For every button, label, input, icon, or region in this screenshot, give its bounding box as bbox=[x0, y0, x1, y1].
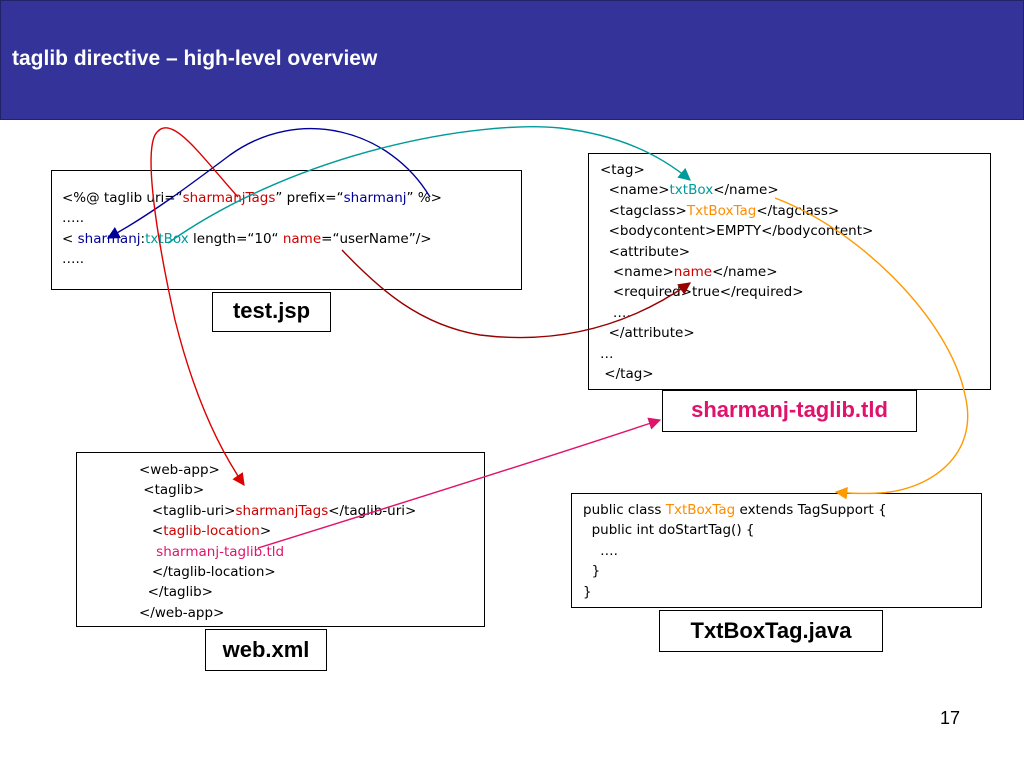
code-text: </taglib-uri> bbox=[328, 502, 417, 519]
code-text: ” %> bbox=[406, 190, 442, 206]
tld-line-6: <name>name</name> bbox=[600, 262, 990, 282]
code-text: </name> bbox=[712, 263, 778, 280]
code-text: </taglib> bbox=[147, 584, 213, 601]
java-line-4: } bbox=[583, 561, 981, 581]
code-text: </tag> bbox=[604, 365, 654, 382]
code-text: > bbox=[259, 523, 272, 540]
title-bar: taglib directive – high-level overview bbox=[0, 0, 1024, 120]
prefix-value: sharmanj bbox=[343, 190, 407, 206]
tld-line-4: <bodycontent>EMPTY</bodycontent> bbox=[600, 221, 990, 241]
web-xml-line-2: <taglib> bbox=[139, 480, 484, 500]
tld-line-2: <name>txtBox</name> bbox=[600, 180, 990, 200]
java-line-1: public class TxtBoxTag extends TagSuppor… bbox=[583, 500, 981, 520]
web-xml-line-1: <web-app> bbox=[139, 462, 220, 478]
tld-label: sharmanj-taglib.tld bbox=[662, 390, 917, 432]
code-text: …. bbox=[600, 542, 618, 559]
tag-class: TxtBoxTag bbox=[686, 202, 757, 219]
java-line-3: …. bbox=[583, 541, 981, 561]
test-jsp-line-4: ….. bbox=[62, 251, 85, 268]
test-jsp-label: test.jsp bbox=[212, 292, 331, 332]
java-line-2: public int doStartTag() { bbox=[583, 520, 981, 540]
web-xml-line-3: <taglib-uri>sharmanjTags</taglib-uri> bbox=[139, 501, 484, 521]
web-xml-label: web.xml bbox=[205, 629, 327, 671]
code-text: </tagclass> bbox=[756, 202, 840, 219]
tld-line-1: <tag> bbox=[600, 162, 645, 178]
code-text: </name> bbox=[713, 182, 779, 199]
java-label: TxtBoxTag.java bbox=[659, 610, 883, 652]
code-text: <attribute> bbox=[608, 243, 691, 260]
code-text: <taglib-uri> bbox=[151, 502, 236, 519]
code-text: </taglib-location> bbox=[151, 563, 276, 580]
arrow-uri-to-webxml bbox=[150, 127, 245, 487]
attribute-name: name bbox=[282, 230, 322, 247]
arrow-attribute-to-tld bbox=[341, 249, 692, 339]
uri-value: sharmanjTags bbox=[235, 502, 329, 519]
web-xml-line-7: </taglib> bbox=[139, 582, 484, 602]
tag-prefix: sharmanj bbox=[77, 230, 141, 247]
attribute-name: name bbox=[673, 263, 713, 280]
code-text: <%@ taglib uri=“ bbox=[62, 190, 183, 206]
tld-line-9: </attribute> bbox=[600, 323, 990, 343]
code-text: extends TagSupport { bbox=[735, 502, 887, 518]
web-xml-line-8: </web-app> bbox=[139, 604, 225, 621]
page-number: 17 bbox=[939, 708, 961, 728]
test-jsp-line-3: < sharmanj:txtBox length=“10“ name=“user… bbox=[62, 229, 521, 249]
code-text: <taglib> bbox=[143, 482, 205, 499]
location-tag: taglib-location bbox=[163, 523, 260, 540]
code-text: : bbox=[140, 230, 146, 247]
code-text: length=“10“ bbox=[188, 230, 283, 247]
class-name: TxtBoxTag bbox=[665, 502, 736, 518]
web-xml-line-5: sharmanj-taglib.tld bbox=[139, 542, 484, 562]
web-xml-line-6: </taglib-location> bbox=[139, 562, 484, 582]
arrow-prefix-to-tag bbox=[106, 127, 431, 239]
test-jsp-code-box: <%@ taglib uri=“sharmanjTags” prefix=“sh… bbox=[51, 170, 522, 290]
code-text: < bbox=[151, 523, 164, 540]
tld-line-8: …. bbox=[600, 303, 990, 323]
code-text: =“userName”/> bbox=[321, 230, 432, 247]
test-jsp-line-2: ….. bbox=[62, 210, 85, 227]
tld-code-box: <tag> <name>txtBox</name> <tagclass>TxtB… bbox=[588, 153, 991, 390]
code-text: <bodycontent>EMPTY</bodycontent> bbox=[608, 223, 874, 240]
java-line-5: } bbox=[583, 583, 592, 600]
code-text: } bbox=[591, 563, 601, 580]
web-xml-code-box: <web-app> <taglib> <taglib-uri>sharmanjT… bbox=[76, 452, 485, 627]
code-text: <tagclass> bbox=[608, 202, 687, 219]
code-text: </attribute> bbox=[608, 325, 695, 342]
tag-name: txtBox bbox=[669, 182, 714, 199]
tld-line-11: </tag> bbox=[600, 364, 990, 384]
code-text: public class bbox=[583, 502, 666, 518]
tld-line-10: … bbox=[600, 345, 614, 362]
arrow-tagclass-to-java bbox=[774, 197, 969, 500]
java-code-box: public class TxtBoxTag extends TagSuppor… bbox=[571, 493, 982, 608]
tag-name: txtBox bbox=[145, 230, 189, 247]
code-text: <name> bbox=[612, 263, 674, 280]
code-text: < bbox=[62, 230, 78, 247]
arrow-location-to-tld bbox=[257, 417, 662, 549]
code-text: <name> bbox=[608, 182, 670, 199]
tld-line-5: <attribute> bbox=[600, 242, 990, 262]
tld-file-name: sharmanj-taglib.tld bbox=[156, 543, 285, 560]
code-text: <required>true</required> bbox=[612, 284, 804, 301]
test-jsp-line-1: <%@ taglib uri=“sharmanjTags” prefix=“sh… bbox=[62, 188, 521, 208]
tld-line-3: <tagclass>TxtBoxTag</tagclass> bbox=[600, 201, 990, 221]
arrow-tagname-to-tld bbox=[167, 126, 691, 244]
tld-line-7: <required>true</required> bbox=[600, 282, 990, 302]
code-text: …. bbox=[612, 304, 631, 321]
code-text: public int doStartTag() { bbox=[591, 522, 755, 539]
web-xml-line-4: <taglib-location> bbox=[139, 521, 484, 541]
page-title: taglib directive – high-level overview bbox=[12, 47, 378, 70]
code-text: ” prefix=“ bbox=[275, 190, 344, 206]
